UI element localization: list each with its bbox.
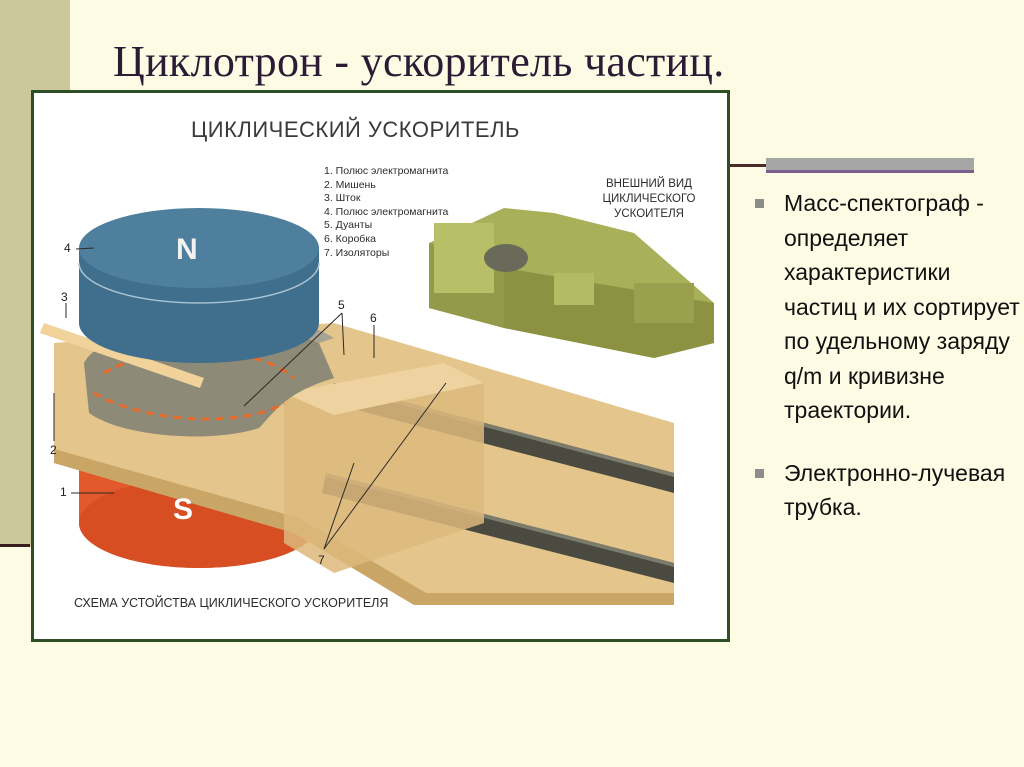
bullet-item: Масс-спектограф - определяет характерист…	[752, 186, 1020, 428]
figure-legend: 1. Полюс электромагнита 2. Мишень 3. Што…	[324, 165, 448, 260]
left-divider-line	[0, 544, 30, 547]
square-bullet-icon	[755, 199, 764, 208]
right-decor-line	[766, 170, 974, 173]
legend-item: 5. Дуанты	[324, 219, 448, 233]
callout-6: 6	[370, 311, 377, 325]
bullet-text: Масс-спектограф - определяет характерист…	[784, 190, 1020, 423]
callout-5: 5	[338, 298, 345, 312]
slide-title: Циклотрон - ускоритель частиц.	[113, 36, 725, 87]
legend-item: 2. Мишень	[324, 179, 448, 193]
right-decor-bar	[766, 158, 974, 170]
callout-7: 7	[318, 553, 325, 567]
external-view-caption: ВНЕШНИЙ ВИД ЦИКЛИЧЕСКОГО УСКОИТЕЛЯ	[589, 177, 709, 222]
right-divider-line	[728, 164, 766, 167]
callout-3: 3	[61, 290, 68, 304]
figure-caption: СХЕМА УСТОЙСТВА ЦИКЛИЧЕСКОГО УСКОРИТЕЛЯ	[74, 596, 388, 610]
callout-1: 1	[60, 485, 67, 499]
legend-item: 4. Полюс электромагнита	[324, 206, 448, 220]
legend-item: 7. Изоляторы	[324, 247, 448, 261]
callout-4: 4	[64, 241, 71, 255]
callout-2: 2	[50, 443, 57, 457]
cyclotron-figure: ЦИКЛИЧЕСКИЙ УСКОРИТЕЛЬ 1. Полюс электром…	[31, 90, 730, 642]
legend-item: 1. Полюс электромагнита	[324, 165, 448, 179]
south-pole-label: S	[173, 493, 193, 527]
square-bullet-icon	[755, 469, 764, 478]
legend-item: 6. Коробка	[324, 233, 448, 247]
bullet-list: Масс-спектограф - определяет характерист…	[752, 186, 1020, 525]
figure-heading: ЦИКЛИЧЕСКИЙ УСКОРИТЕЛЬ	[191, 117, 520, 143]
legend-item: 3. Шток	[324, 192, 448, 206]
bullet-item: Электронно-лучевая трубка.	[752, 456, 1020, 525]
north-pole-label: N	[176, 233, 198, 267]
bullet-text: Электронно-лучевая трубка.	[784, 460, 1005, 521]
